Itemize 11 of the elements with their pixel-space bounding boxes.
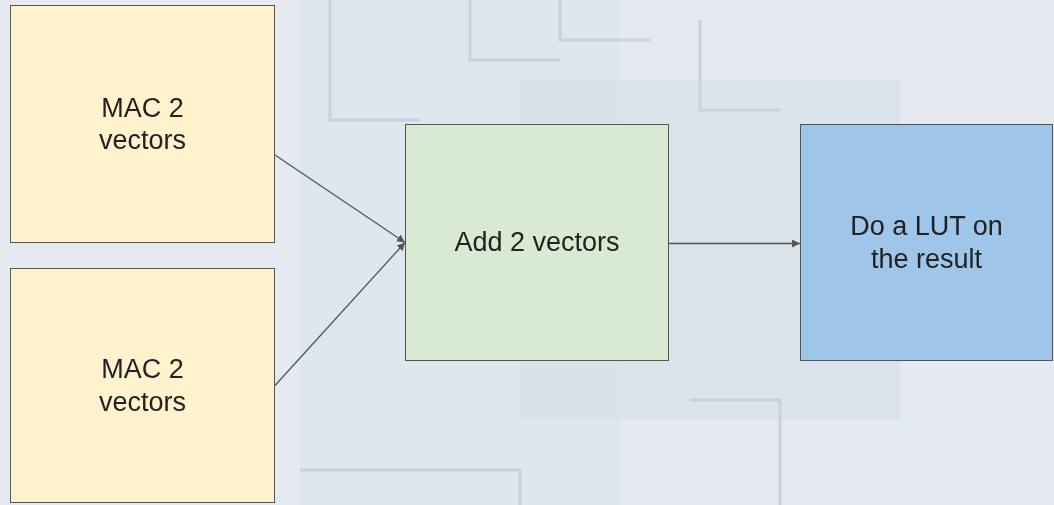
process-box [800, 124, 1053, 361]
process-box [405, 124, 669, 361]
process-box [10, 5, 275, 243]
box-label: MAC 2 vectors [98, 353, 187, 418]
process-box [10, 268, 275, 503]
arrow [274, 154, 406, 244]
box-label: Add 2 vectors [454, 226, 620, 259]
box-label: MAC 2 vectors [98, 91, 187, 157]
arrow [274, 241, 406, 387]
arrow [668, 239, 801, 248]
box-label: Do a LUT on the result [849, 210, 1004, 275]
